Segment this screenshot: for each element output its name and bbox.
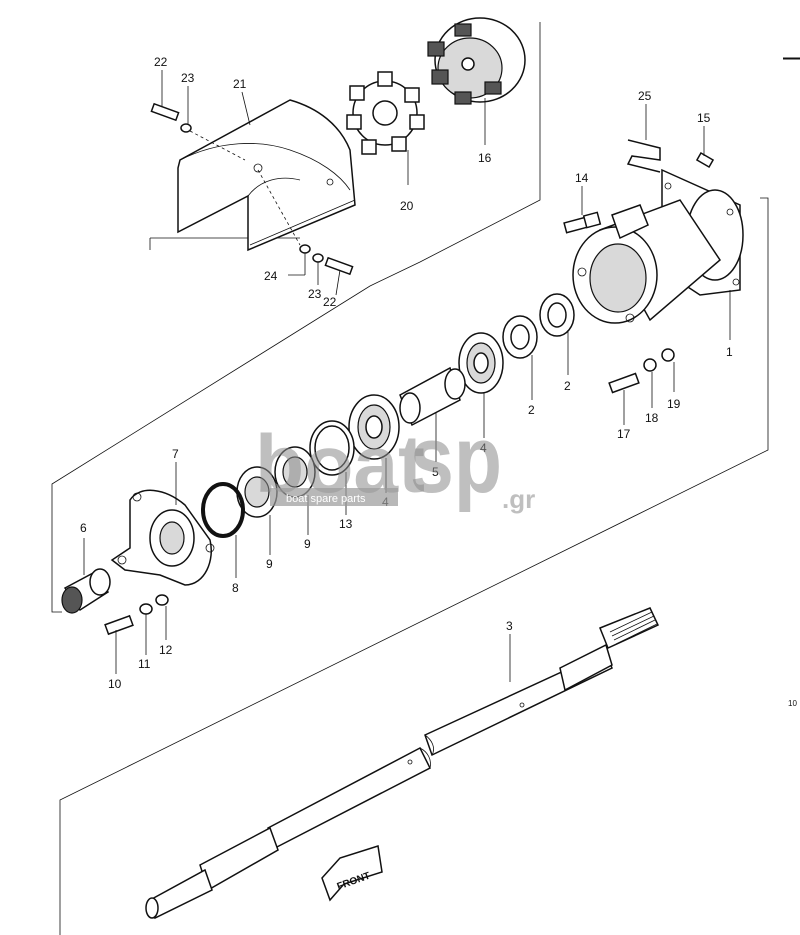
bolt-washer-set-top [150,102,354,276]
bolt-washer-set-bottom [104,594,169,636]
spacer-tube-part [399,366,466,427]
part-label-13: 13 [339,517,353,531]
part-label-24: 24 [264,269,278,283]
part-label-23-lower: 23 [308,287,322,301]
front-direction-arrow: FRONT [321,845,383,902]
grease-nipple-part [563,211,602,234]
part-label-22-lower: 22 [323,295,337,309]
bearing-2-parts [502,293,575,359]
part-label-14: 14 [575,171,589,185]
part-label-23: 23 [181,71,195,85]
part-label-8: 8 [232,581,239,595]
clip-part [626,139,661,173]
part-label-5: 5 [432,465,439,479]
drive-coupling-part [427,17,526,105]
watermark-tagline-band [270,488,398,506]
part-label-15: 15 [697,111,711,125]
bearing-4-upper-part [458,332,504,394]
oring-8-part [201,482,245,538]
leader-lines [83,70,731,682]
part-label-7: 7 [172,447,179,461]
part-label-21: 21 [233,77,247,91]
part-label-2-right: 2 [564,379,571,393]
part-label-4-upper: 4 [480,441,487,455]
coupler-damper-part [346,71,425,155]
drive-shaft-part [145,607,660,920]
pin-part [695,152,715,168]
part-label-17: 17 [617,427,631,441]
oring-13-part [309,420,355,476]
part-label-3: 3 [506,619,513,633]
seal-9-parts [236,446,316,518]
watermark-tagline: boat spare parts [286,493,366,505]
bearing-4-lower-part [348,394,400,460]
watermark-domain-suffix: .gr [502,484,535,514]
bolt-washer-set-right [608,348,675,394]
part-label-25: 25 [638,89,652,103]
part-label-18: 18 [645,411,659,425]
part-label-20: 20 [400,199,414,213]
part-label-6: 6 [80,521,87,535]
boatsp-watermark: boat sp .gr boat spare parts [255,406,535,514]
bushing-part [61,568,111,614]
part-label-19: 19 [667,397,681,411]
part-label-12: 12 [159,643,173,657]
watermark-brand-right: sp [410,406,502,513]
part-label-2-left: 2 [528,403,535,417]
part-label-16: 16 [478,151,492,165]
corner-mark: — [783,47,800,69]
part-label-10: 10 [108,677,122,691]
part-label-9-right: 9 [304,537,311,551]
cover-shield-part [177,99,356,252]
part-number-labels: 22 23 21 20 16 25 15 14 24 23 22 1 2 2 1… [80,55,733,691]
bracket-plate-part [110,489,215,586]
part-label-1: 1 [726,345,733,359]
part-label-9-left: 9 [266,557,273,571]
part-label-11: 11 [138,657,151,671]
bearing-housing-part [572,168,744,324]
part-label-22: 22 [154,55,168,69]
edge-mark: 10 [788,699,797,708]
